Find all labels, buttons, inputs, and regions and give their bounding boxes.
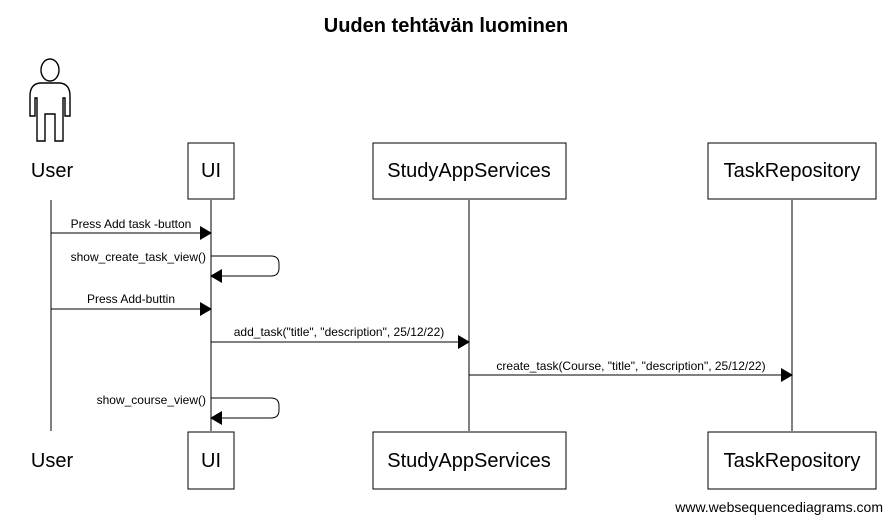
footer-link[interactable]: www.websequencediagrams.com bbox=[674, 499, 883, 515]
message-arrow-2 bbox=[210, 255, 280, 283]
services-label-top: StudyAppServices bbox=[387, 160, 550, 182]
user-label-top: User bbox=[31, 160, 74, 182]
ui-label-bottom: UI bbox=[201, 450, 221, 472]
message-label-2: show_create_task_view() bbox=[71, 250, 206, 264]
repo-label-bottom: TaskRepository bbox=[724, 450, 861, 472]
ui-label-top: UI bbox=[201, 160, 221, 182]
message-label-3: Press Add-buttin bbox=[87, 292, 175, 306]
repo-box-bottom bbox=[707, 431, 877, 490]
repo-box-top bbox=[707, 142, 877, 200]
user-actor-icon bbox=[29, 58, 71, 142]
message-label-6: show_course_view() bbox=[97, 393, 206, 407]
diagram-title: Uuden tehtävän luominen bbox=[324, 15, 568, 37]
services-box-bottom bbox=[372, 431, 567, 490]
message-label-5: create_task(Course, "title", "descriptio… bbox=[496, 359, 765, 373]
repo-label-top: TaskRepository bbox=[724, 160, 861, 182]
message-label-1: Press Add task -button bbox=[71, 217, 192, 231]
user-label-bottom: User bbox=[31, 450, 74, 472]
message-arrow-6 bbox=[210, 397, 280, 425]
services-label-bottom: StudyAppServices bbox=[387, 450, 550, 472]
ui-box-bottom bbox=[187, 431, 235, 490]
ui-box-top bbox=[187, 142, 235, 200]
services-box-top bbox=[372, 142, 567, 200]
message-label-4: add_task("title", "description", 25/12/2… bbox=[234, 325, 445, 339]
